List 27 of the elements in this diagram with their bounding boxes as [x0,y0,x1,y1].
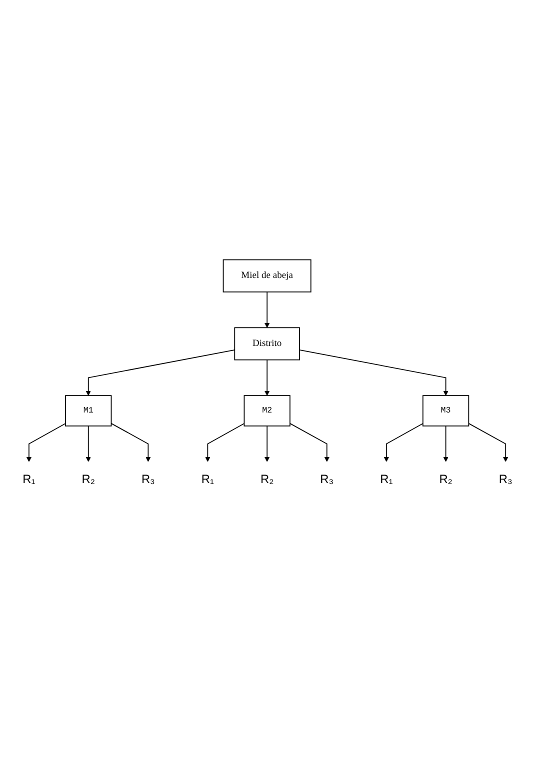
node-text: R₃ [141,472,155,486]
node-box: M3 [422,395,470,426]
arrow [264,425,270,462]
node-box: Miel de abeja [222,259,312,292]
arrow [384,422,424,462]
arrow [264,291,270,328]
node-text: R₃ [320,472,334,486]
node-text: R₁ [380,472,393,486]
node-text: R₁ [201,472,214,486]
node-text: R₂ [260,472,274,486]
arrow [26,422,66,462]
arrow [299,349,448,396]
arrow [205,422,245,462]
node-box: Distrito [234,327,300,360]
arrow [290,422,330,462]
node-text: R₂ [82,472,95,486]
node-text: R₁ [22,472,36,486]
arrow [110,422,151,462]
node-text: R₂ [439,472,452,486]
arrow [468,422,508,462]
arrow [264,359,270,396]
arrow [86,349,236,396]
node-box: M1 [65,395,112,426]
arrow [86,425,91,462]
node-text: R₃ [498,472,512,486]
arrow [443,425,448,462]
node-box: M2 [244,395,290,426]
